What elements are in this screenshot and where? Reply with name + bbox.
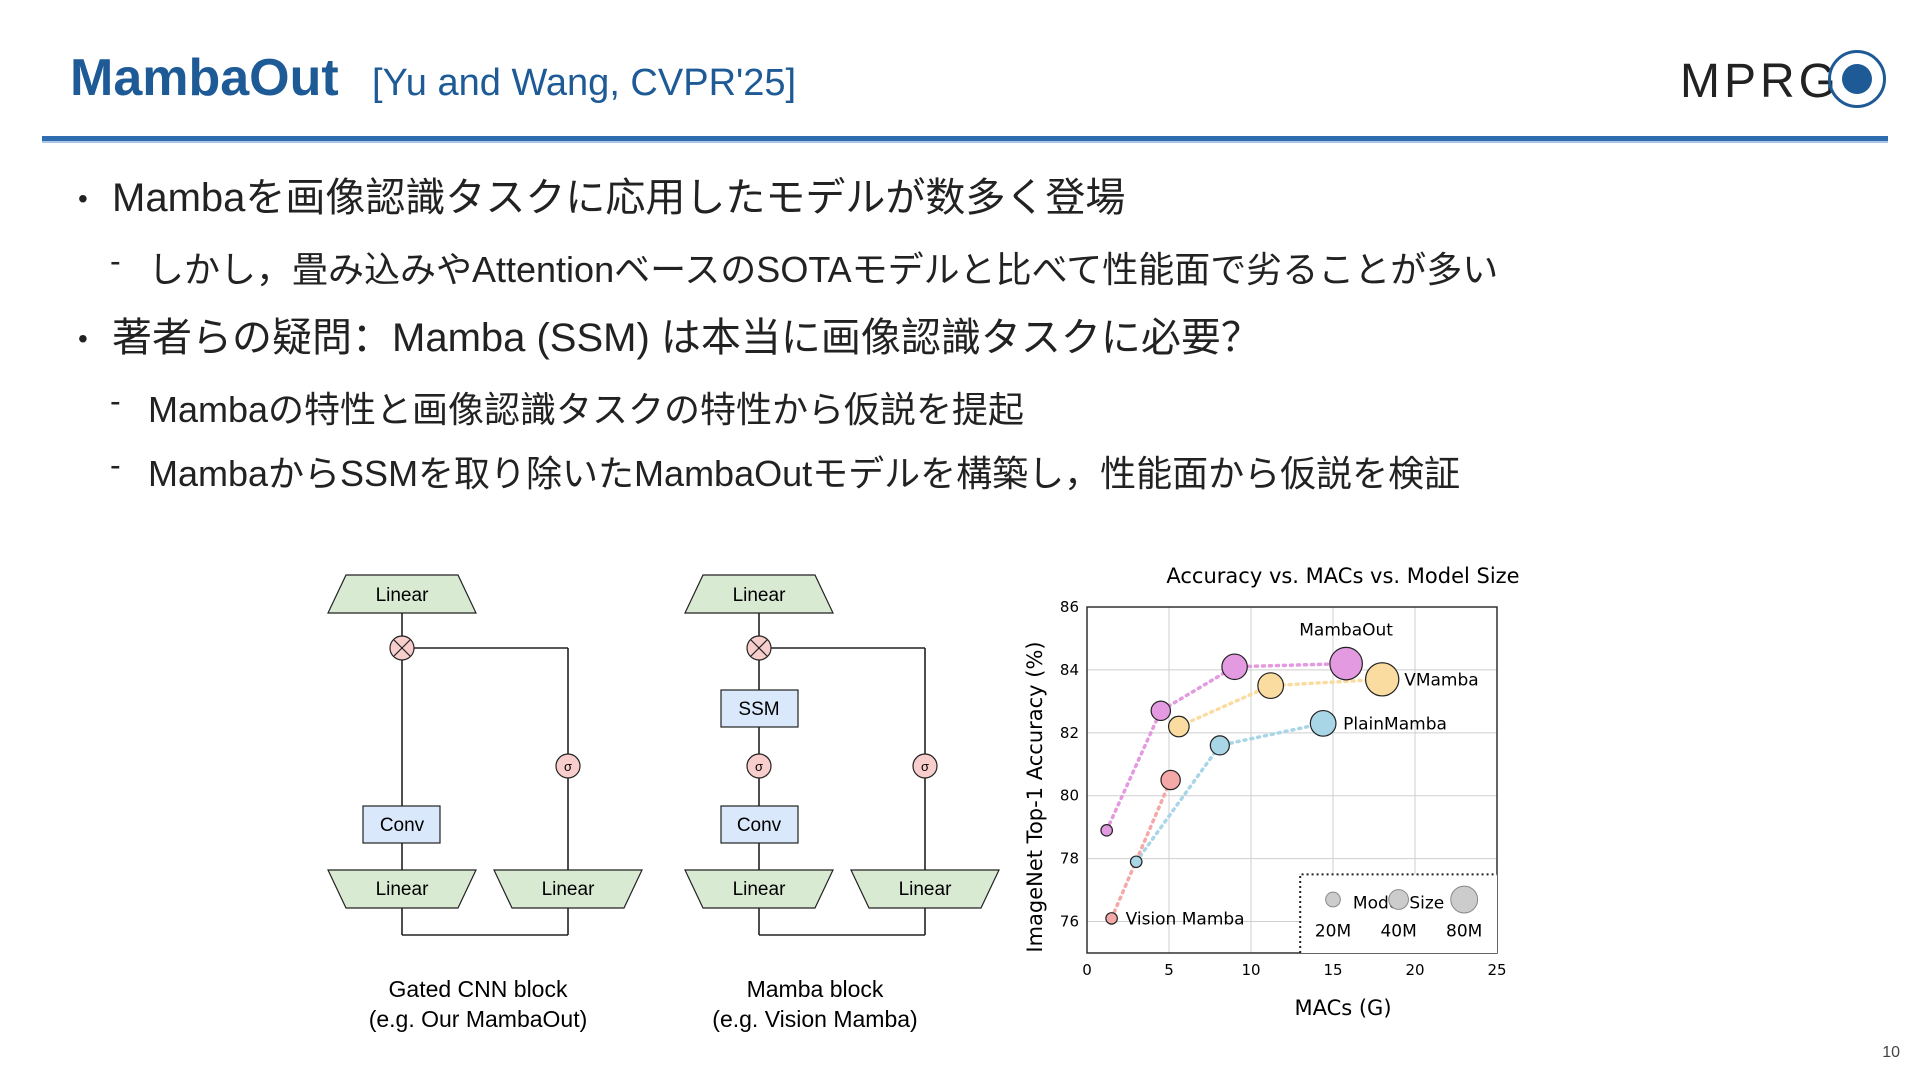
- data-point: [1209, 735, 1230, 756]
- data-point: [1167, 715, 1190, 738]
- right-ssm-label: SSM: [738, 699, 779, 720]
- right-caption-line1: Mamba block: [747, 976, 884, 1002]
- y-tick-label: 82: [1060, 724, 1079, 742]
- block-diagram: Linear σ Conv Linear Linear Gated CNN bl…: [327, 574, 1000, 1032]
- data-point: [1221, 653, 1248, 681]
- y-tick-label: 80: [1060, 787, 1079, 805]
- y-tick-label: 84: [1060, 661, 1079, 679]
- slide-citation: [Yu and Wang, CVPR'25]: [372, 62, 797, 104]
- data-point: [1150, 700, 1172, 722]
- bullet-dot: •: [78, 183, 88, 214]
- left-bottom-linear-left-label: Linear: [376, 879, 429, 900]
- left-bottom-linear-right-label: Linear: [542, 879, 595, 900]
- x-tick-label: 0: [1082, 961, 1092, 979]
- right-conv-box: Conv: [720, 805, 799, 844]
- right-conv-label: Conv: [737, 815, 782, 836]
- right-bottom-linear-left: Linear: [684, 869, 834, 909]
- x-tick-label: 25: [1487, 961, 1506, 979]
- accuracy-macs-chart: Accuracy vs. MACs vs. Model Size MACs (G…: [1023, 564, 1520, 1020]
- right-bottom-linear-left-label: Linear: [733, 879, 786, 900]
- left-caption-line1: Gated CNN block: [389, 976, 568, 1002]
- size-legend-circle: [1388, 889, 1409, 910]
- series-label: MambaOut: [1299, 621, 1393, 641]
- data-point: [1100, 823, 1114, 837]
- mprg-logo: MPRG: [1680, 48, 1886, 118]
- data-point: [1309, 709, 1337, 737]
- data-point: [1257, 672, 1285, 700]
- sub-bullet-item-3: MambaからSSMを取り除いたMambaOutモデルを構築し，性能面から仮説を…: [148, 453, 1461, 494]
- left-caption-line2: (e.g. Our MambaOut): [369, 1006, 588, 1032]
- left-bottom-linear-right: Linear: [493, 869, 643, 909]
- data-point: [1129, 855, 1143, 869]
- slide-title: MambaOut: [70, 49, 339, 107]
- data-point: [1105, 912, 1118, 925]
- right-sigma-gate-right: σ: [912, 753, 938, 779]
- right-multiply-icon: [746, 635, 772, 661]
- size-legend-label: 20M: [1315, 922, 1351, 942]
- sub-bullet-dash: -: [110, 447, 121, 483]
- logo-text: MPRG: [1680, 55, 1840, 108]
- title-divider-shadow: [42, 141, 1888, 143]
- right-bottom-linear-right-label: Linear: [899, 879, 952, 900]
- left-sigma-label: σ: [564, 759, 572, 774]
- data-point: [1329, 646, 1363, 681]
- x-tick-label: 5: [1164, 961, 1174, 979]
- right-ssm-box: SSM: [720, 689, 799, 728]
- title-divider: [42, 136, 1888, 141]
- chart-ylabel: ImageNet Top-1 Accuracy (%): [1023, 641, 1047, 952]
- y-tick-label: 86: [1060, 598, 1079, 616]
- bullet-item-1: Mambaを画像認識タスクに応用したモデルが数多く登場: [112, 176, 1126, 220]
- right-sigma-gate-left: σ: [746, 753, 772, 779]
- right-bottom-linear-right: Linear: [850, 869, 1000, 909]
- right-caption-line2: (e.g. Vision Mamba): [712, 1006, 917, 1032]
- y-tick-label: 76: [1060, 913, 1079, 931]
- plot-frame: [1086, 606, 1498, 954]
- left-sigma-gate: σ: [555, 753, 581, 779]
- size-legend-circle: [1450, 885, 1479, 914]
- series-line: [1104, 661, 1348, 833]
- data-point: [1365, 662, 1400, 697]
- right-sigma-left-label: σ: [755, 759, 763, 774]
- size-legend-border: [1299, 873, 1497, 953]
- left-bottom-linear-left: Linear: [327, 869, 477, 909]
- sub-bullet-dash: -: [110, 383, 121, 419]
- left-top-linear: Linear: [327, 574, 477, 614]
- left-conv-box: Conv: [362, 805, 441, 844]
- x-tick-label: 10: [1241, 961, 1260, 979]
- sub-bullet-dash: -: [110, 243, 121, 279]
- size-legend-label: 40M: [1380, 922, 1416, 942]
- university-seal-icon: [1828, 50, 1886, 108]
- left-multiply-icon: [389, 635, 415, 661]
- right-sigma-right-label: σ: [921, 759, 929, 774]
- chart-xlabel: MACs (G): [1294, 996, 1391, 1020]
- sub-bullet-item-1: しかし，畳み込みやAttentionベースのSOTAモデルと比べて性能面で劣るこ…: [148, 249, 1499, 290]
- y-tick-label: 78: [1060, 850, 1079, 868]
- series-label: Vision Mamba: [1126, 909, 1245, 929]
- left-conv-label: Conv: [380, 815, 425, 836]
- size-legend-label: 80M: [1446, 922, 1482, 942]
- series-label: PlainMamba: [1343, 714, 1447, 734]
- right-top-linear-label: Linear: [733, 585, 786, 606]
- right-top-linear: Linear: [684, 574, 834, 614]
- bullet-item-2: 著者らの疑問：Mamba (SSM) は本当に画像認識タスクに必要？: [112, 316, 1261, 360]
- series-line: [1109, 778, 1173, 921]
- title-bar: MambaOut [Yu and Wang, CVPR'25]: [70, 40, 1850, 120]
- sub-bullet-item-2: Mambaの特性と画像認識タスクの特性から仮説を提起: [148, 389, 1025, 430]
- data-point: [1160, 769, 1181, 791]
- page-number: 10: [1882, 1044, 1900, 1061]
- bullet-dot: •: [78, 323, 88, 354]
- size-legend-circle: [1325, 891, 1341, 908]
- x-tick-label: 20: [1405, 961, 1424, 979]
- chart-title: Accuracy vs. MACs vs. Model Size: [1166, 564, 1519, 588]
- left-top-linear-label: Linear: [376, 585, 429, 606]
- x-tick-label: 15: [1323, 961, 1342, 979]
- series-label: VMamba: [1404, 670, 1478, 690]
